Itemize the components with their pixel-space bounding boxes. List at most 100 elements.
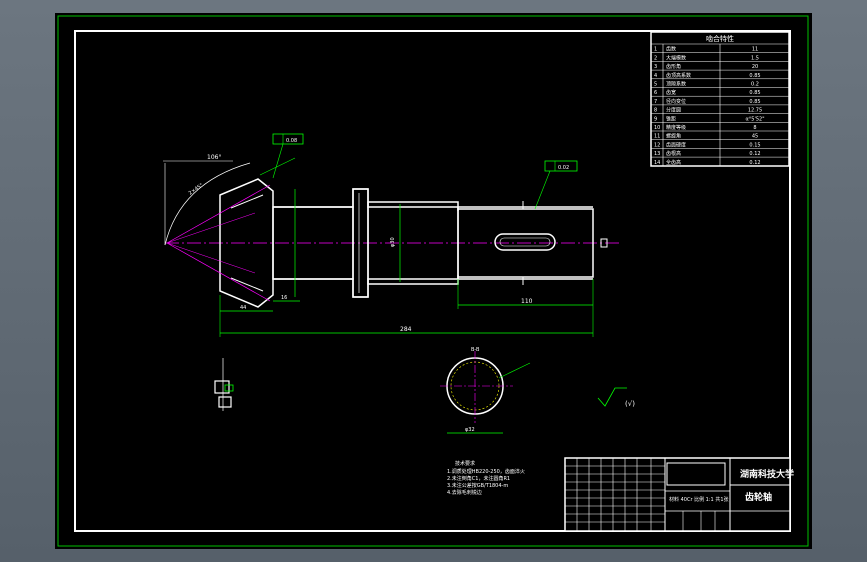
gear-pitch-cone-upper <box>166 184 271 244</box>
gear-tooth-line-1 <box>230 194 264 209</box>
tolerance-box-right <box>544 160 578 172</box>
gear-tooth-outline <box>219 178 274 308</box>
meshing-table-no: 7 <box>654 99 657 105</box>
meshing-table-param: 大端模数 <box>666 54 686 61</box>
keyway-slot[interactable] <box>494 233 556 251</box>
meshing-table-param: 齿形角 <box>666 63 681 70</box>
section-diameter-text: φ32 <box>465 427 475 433</box>
meshing-table-param: 齿数 <box>666 46 676 53</box>
roughness-note: (√) <box>625 400 635 408</box>
tolerance-box-left <box>272 133 304 145</box>
meshing-table-param: 齿根高 <box>666 150 681 157</box>
school-name: 湖南科技大学 <box>740 468 794 480</box>
meshing-table-value: 0.85 <box>749 73 760 79</box>
gear-chamfer-dimension: 2×45° <box>188 182 205 197</box>
meshing-table-no: 2 <box>654 55 657 61</box>
title-block-name-cell <box>666 462 726 486</box>
gear-pitch-cone-lower <box>166 242 271 302</box>
notes-line-4: 4.去除毛刺锐边 <box>447 489 482 496</box>
meshing-table-param: 径向变位 <box>666 98 686 105</box>
meshing-table-title: 啮合特性 <box>706 34 734 43</box>
meshing-table-value: 0.12 <box>749 151 760 157</box>
meshing-table-param: 分度圆 <box>666 107 681 114</box>
meshing-table-no: 10 <box>654 125 660 131</box>
drawing-info: 材料 40Cr 比例 1:1 共1张 <box>669 496 729 503</box>
meshing-table-rows: 1 齿数 11 2 大端模数 1.5 3 齿形角 20 4 齿顶高系数 0.85 5 顶隙系数 0.2 6 齿宽… <box>651 46 789 167</box>
meshing-table-no: 6 <box>654 90 657 96</box>
meshing-table-no: 14 <box>654 160 660 166</box>
step-diameter-text: φ30 <box>390 237 396 247</box>
title-block-grid <box>565 458 790 531</box>
meshing-table-no: 9 <box>654 116 657 122</box>
meshing-table[interactable]: 啮合特性 1 齿数 11 2 大端模数 1.5 3 齿形角 20 4 齿顶高系数 0.85 5 顶隙系数 0… <box>650 31 790 167</box>
notes-line-1: 1.调质处理HB220-250，齿面淬火 <box>447 468 525 475</box>
meshing-table-value: 45 <box>752 134 758 140</box>
drawing-sheet[interactable]: 啮合特性 1 齿数 11 2 大端模数 1.5 3 齿形角 20 4 齿顶高系数 0.85 5 顶隙系数 0… <box>55 13 812 549</box>
datum-block-upper <box>214 380 230 394</box>
dimension-lines[interactable]: 284 110 44 16 <box>219 157 594 337</box>
meshing-table-no: 12 <box>654 142 660 148</box>
shaft-body[interactable]: φ30 <box>272 188 608 298</box>
meshing-table-param: 全齿高 <box>666 159 681 166</box>
gear-pitch-cone-mid-1 <box>166 212 256 244</box>
section-leader <box>498 362 531 379</box>
keyway-length-text: 110 <box>521 298 533 305</box>
gear-arc-dimension <box>164 162 251 246</box>
meshing-table-param: 齿面硬度 <box>666 141 686 148</box>
meshing-table-value: 12.75 <box>748 108 762 114</box>
cross-section[interactable]: B-B φ32 <box>440 347 531 434</box>
roughness-mark[interactable]: (√) <box>597 387 635 408</box>
technical-notes[interactable]: 技术要求 1.调质处理HB220-250，齿面淬火 2.未注倒角C1，未注圆角R… <box>447 460 525 496</box>
datum-marker <box>224 384 234 392</box>
border-frame <box>74 30 791 532</box>
keyway-slot-inner <box>499 237 551 247</box>
meshing-table-no: 8 <box>654 108 657 114</box>
notes-line-2: 2.未注倒角C1，未注圆角R1 <box>447 475 510 482</box>
leader-top-left <box>259 157 296 176</box>
gear-pitch-cone-mid-2 <box>166 242 256 274</box>
title-block-frame <box>564 457 791 532</box>
meshing-table-param: 螺旋角 <box>666 133 681 140</box>
meshing-table-value: α°5'52" <box>745 116 764 122</box>
shoulder-length-text: 44 <box>240 305 246 311</box>
part-name: 齿轮轴 <box>745 491 772 503</box>
meshing-table-param: 精度等级 <box>666 124 686 131</box>
roughness-symbol <box>597 387 627 407</box>
meshing-table-value: 0.85 <box>749 90 760 96</box>
meshing-table-param: 齿顶高系数 <box>666 72 691 79</box>
drawing-canvas[interactable]: 啮合特性 1 齿数 11 2 大端模数 1.5 3 齿形角 20 4 齿顶高系数 0.85 5 顶隙系数 0… <box>55 13 812 549</box>
shaft-end-mark <box>600 238 608 248</box>
tolerance-leader-left <box>272 143 284 179</box>
overall-length-text: 284 <box>400 326 412 333</box>
section-label: B-B <box>471 347 480 353</box>
meshing-table-value: 0.12 <box>749 160 760 166</box>
meshing-table-no: 5 <box>654 82 657 88</box>
tolerance-leader-right <box>534 170 551 210</box>
notes-line-3: 3.未注公差按GB/T1804-m <box>447 482 508 489</box>
meshing-table-value: 1.5 <box>751 55 759 61</box>
meshing-table-value: 20 <box>752 64 758 70</box>
meshing-table-no: 4 <box>654 73 657 79</box>
tolerance-value-left: 0.08 <box>286 138 297 144</box>
meshing-table-param: 齿宽 <box>666 89 676 96</box>
step-length-text: 16 <box>281 295 287 301</box>
meshing-table-no: 13 <box>654 151 660 157</box>
meshing-table-param: 顶隙系数 <box>666 81 686 88</box>
meshing-table-no: 3 <box>654 64 657 70</box>
bevel-gear-head[interactable]: 106° 2×45° <box>163 154 274 308</box>
datum-detail[interactable] <box>214 358 234 411</box>
meshing-table-value: 0.2 <box>751 82 759 88</box>
tolerance-frame-right[interactable]: 0.02 <box>534 160 578 210</box>
gear-angle-dimension: 106° <box>207 154 221 161</box>
datum-block-lower <box>218 396 232 408</box>
meshing-table-value: 0.85 <box>749 99 760 105</box>
meshing-table-no: 11 <box>654 134 660 140</box>
meshing-table-no: 1 <box>654 47 657 53</box>
tolerance-frame-left[interactable]: 0.08 <box>272 133 304 179</box>
meshing-table-value: 0.15 <box>749 142 760 148</box>
notes-title: 技术要求 <box>455 460 475 467</box>
gear-tooth-line-2 <box>230 277 264 292</box>
meshing-table-param: 锥距 <box>666 115 676 122</box>
title-block[interactable]: 湖南科技大学 齿轮轴 材料 40Cr 比例 1:1 共1张 <box>564 457 794 532</box>
